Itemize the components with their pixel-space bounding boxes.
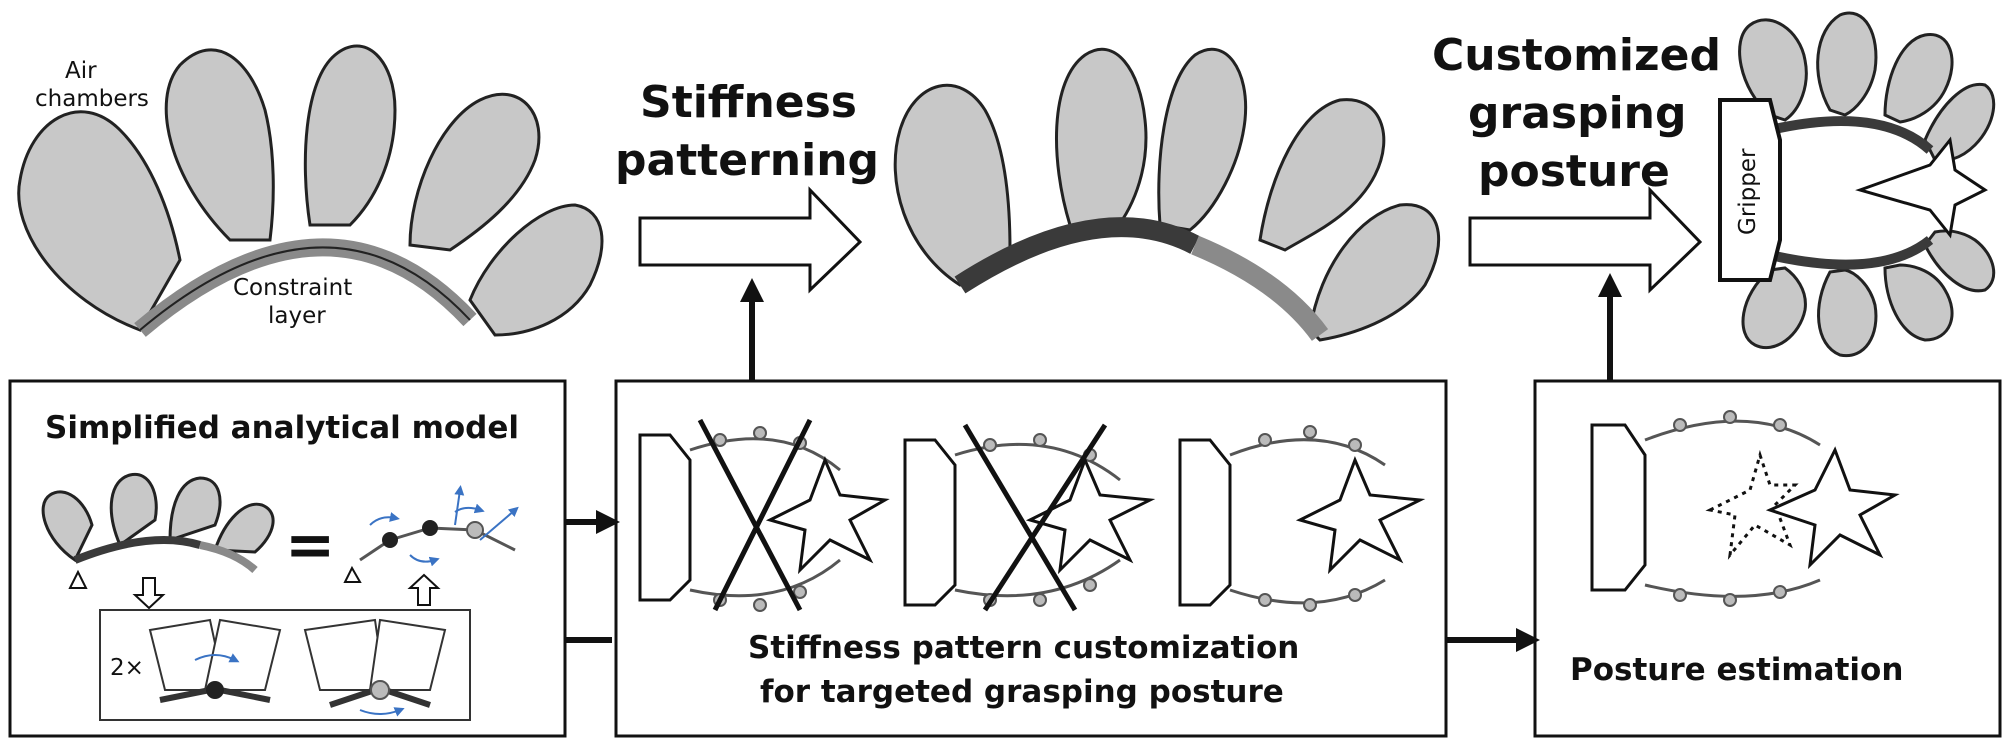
constraint-layer-label: Constraint	[233, 275, 352, 301]
multiplier-label: 2×	[110, 655, 144, 681]
stiffness-label: Stiffness	[640, 77, 857, 128]
customization-caption-1: Stiffness pattern customization	[748, 630, 1299, 666]
grasping-label: grasping	[1468, 88, 1686, 139]
constraint-layer-label-2: layer	[268, 303, 326, 329]
joint-detail-left	[148, 618, 282, 703]
posture-candidate-3	[1178, 425, 1426, 612]
mini-actuator	[41, 472, 275, 589]
equals-sign: =	[285, 510, 335, 580]
customized-arrow	[1468, 186, 1703, 294]
posture-estimation-figure	[1590, 410, 1900, 607]
customized-label: Customized	[1432, 30, 1721, 81]
air-chambers-label-2: chambers	[35, 86, 149, 112]
link-model	[343, 485, 519, 583]
patterning-label: patterning	[615, 135, 879, 186]
posture-candidate-1	[638, 418, 890, 612]
air-chambers-label: Air	[65, 58, 97, 84]
down-arrow-left	[132, 577, 166, 610]
customization-box	[614, 379, 1448, 738]
joint-detail-right	[303, 618, 447, 717]
joint-detail-box	[99, 609, 471, 721]
posture-box	[1533, 379, 2002, 738]
model-box	[8, 379, 567, 738]
up-arrow-right	[407, 573, 441, 606]
model-title: Simplified analytical model	[45, 410, 519, 446]
actuator-patterned	[893, 47, 1441, 342]
posture-label: posture	[1478, 146, 1670, 197]
stiffness-patterning-arrow	[638, 186, 863, 294]
posture-candidate-2	[903, 423, 1156, 612]
customization-caption-2: for targeted grasping posture	[760, 674, 1284, 710]
posture-estimation-caption: Posture estimation	[1570, 652, 1903, 688]
gripper-with-star: Gripper	[1718, 11, 1996, 358]
gripper-label: Gripper	[1735, 148, 1761, 235]
actuator-original	[17, 44, 604, 337]
